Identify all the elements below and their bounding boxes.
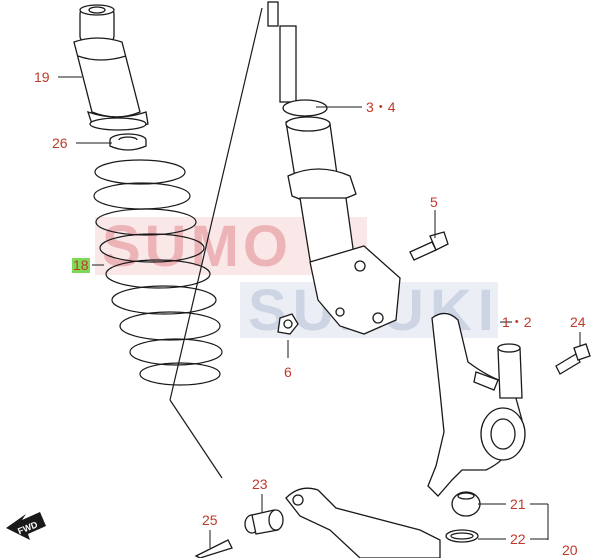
callout-23: 23 — [252, 476, 268, 492]
lower-control-arm — [285, 487, 441, 558]
watermark-top-text: SUMO — [102, 214, 292, 279]
callout-18: 18 — [73, 257, 89, 273]
fwd-direction-badge: FWD — [6, 512, 46, 540]
part-21-ball-joint — [451, 491, 481, 517]
callout-25: 25 — [202, 512, 218, 528]
callout-1-2: 1・2 — [502, 314, 532, 330]
part-25-bolt — [194, 539, 233, 558]
callout-21: 21 — [510, 496, 526, 512]
callout-19: 19 — [34, 69, 50, 85]
part-26-spring-seat — [109, 133, 147, 151]
callout-20: 20 — [562, 542, 578, 558]
callout-18-highlight — [72, 258, 90, 273]
callout-24: 24 — [570, 314, 586, 330]
callout-26: 26 — [52, 135, 68, 151]
callout-22: 22 — [510, 531, 526, 547]
part-24-bolt — [555, 343, 591, 375]
part-6-nut — [277, 313, 299, 335]
part-1-2-knuckle — [427, 312, 526, 497]
part-5-bolt — [409, 231, 449, 261]
callout-5: 5 — [430, 194, 438, 210]
part-23-bushing — [244, 509, 284, 535]
part-22-circlip — [445, 529, 479, 543]
part-18-coil-spring — [93, 159, 223, 386]
callout-6: 6 — [284, 364, 292, 380]
callout-3-4: 3・4 — [366, 99, 396, 115]
leader-lines — [58, 76, 581, 548]
part-3-4-strut — [267, 1, 401, 335]
callouts: 19 26 18 3・4 5 6 1・2 24 23 25 21 22 20 — [34, 69, 586, 558]
part-19-boot — [73, 4, 149, 131]
assembly-guide-lines — [169, 7, 263, 479]
